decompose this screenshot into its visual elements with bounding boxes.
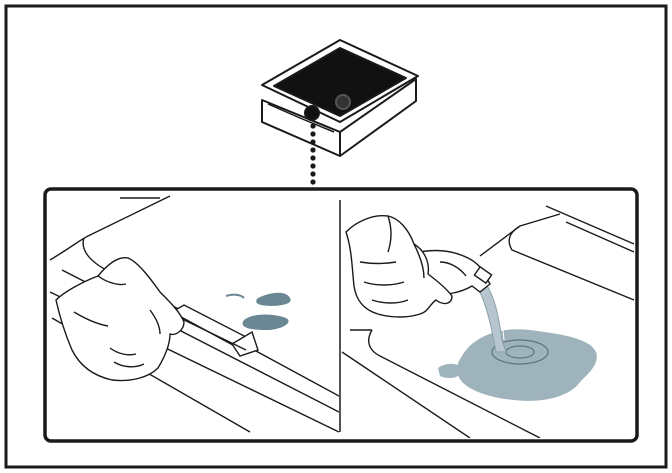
pour-scene (341, 205, 634, 438)
griddle-surface (273, 47, 407, 117)
griddle-appliance-icon (261, 39, 419, 157)
knob-icon (335, 94, 351, 110)
knob-icon (304, 105, 320, 121)
hand-icon (55, 257, 185, 382)
water-stream (479, 283, 507, 353)
spill-spot (242, 314, 289, 330)
water-puddle (457, 329, 597, 401)
scraper-tool (170, 304, 259, 357)
spill-spot (256, 292, 291, 306)
hand-icon (345, 215, 453, 318)
water-puddle (438, 363, 462, 378)
scrape-scene (49, 195, 339, 433)
dotted-callout-leader (310, 123, 316, 185)
